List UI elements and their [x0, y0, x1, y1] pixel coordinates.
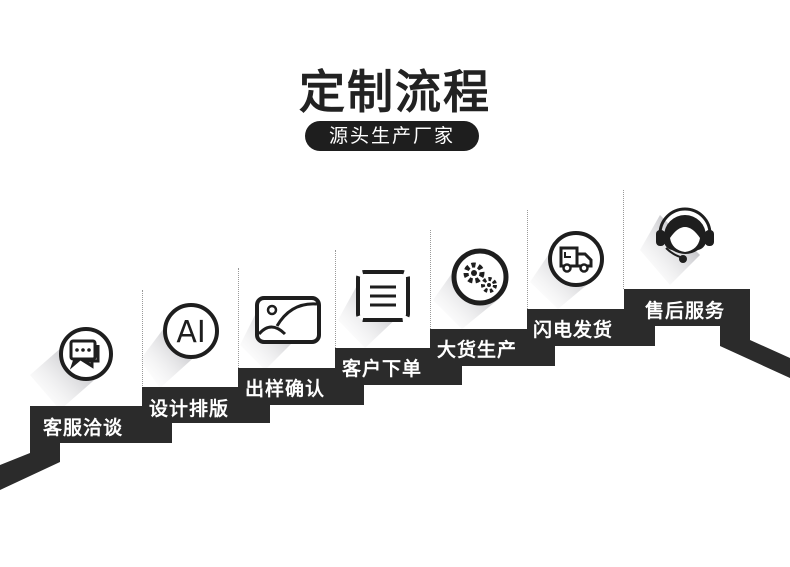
divider — [430, 230, 431, 329]
divider — [335, 250, 336, 348]
svg-text:AI: AI — [176, 315, 205, 350]
page-title: 定制流程 — [299, 65, 491, 119]
chat-bubbles-icon — [58, 326, 114, 386]
divider — [238, 268, 239, 368]
step-label: 设计排版 — [149, 398, 230, 420]
step-label: 出样确认 — [245, 378, 326, 400]
order-list-icon — [356, 269, 410, 327]
delivery-truck-icon — [547, 230, 605, 292]
headset-support-icon — [652, 204, 718, 270]
divider — [527, 210, 528, 309]
step-label: 大货生产 — [437, 339, 518, 361]
subtitle-badge: 源头生产厂家 — [305, 121, 479, 151]
step-label: 客服洽谈 — [43, 417, 124, 439]
ai-design-icon: AI — [162, 302, 220, 364]
step-label: 闪电发货 — [533, 319, 614, 341]
divider — [623, 190, 624, 289]
gears-icon — [451, 248, 509, 310]
step-label: 售后服务 — [645, 300, 726, 322]
step-label: 客户下单 — [342, 358, 423, 380]
divider — [142, 290, 143, 388]
image-sample-icon — [255, 296, 321, 348]
